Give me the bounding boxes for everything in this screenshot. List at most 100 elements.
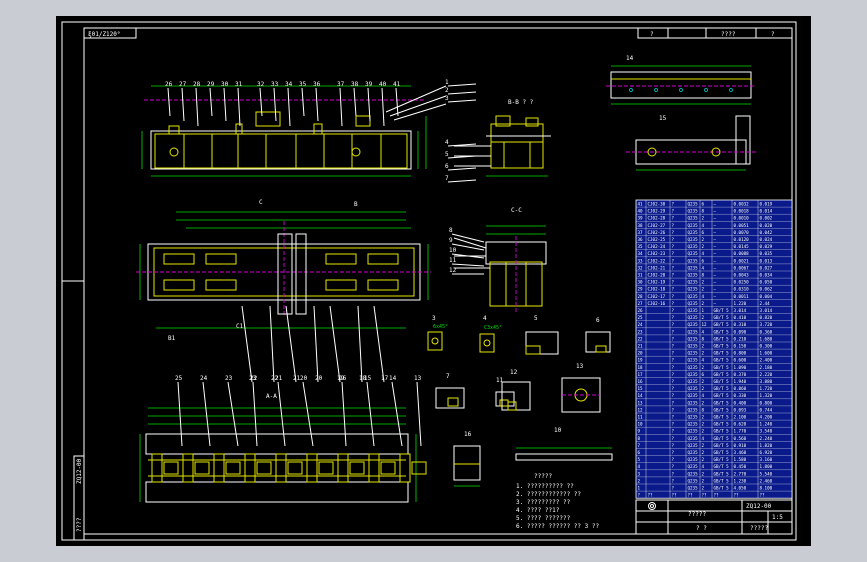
balloon-30: 30 (221, 81, 229, 122)
balloon-18: 18 (357, 305, 367, 383)
bom-cell: GB/T 5 (714, 379, 730, 384)
plan-view[interactable]: C B C1 B1 (136, 199, 431, 342)
detail-4-view[interactable]: 4 C3x45° (479, 315, 502, 353)
detail-3-view[interactable]: 3 6x45° (427, 315, 448, 351)
bom-cell: 2.100 (734, 415, 747, 420)
bom-cell: 0.0021 (734, 258, 750, 263)
bom-cell: GB/T 5 (714, 358, 730, 363)
bom-cell: Q235 (688, 301, 699, 306)
title-block[interactable]: ????? ZQ12-00 1:5 ? ? ????? (635, 499, 793, 535)
bom-cell: 9 (638, 429, 641, 434)
detail-16-view[interactable]: 16 (453, 431, 481, 487)
section-cc-view[interactable]: C-C (453, 207, 547, 312)
balloon-label: 31 (235, 81, 243, 88)
section-bb-view[interactable]: B-B ? ? (454, 99, 551, 177)
bom-cell: GB/T 5 (714, 336, 730, 341)
detail-10-view[interactable]: 10 (515, 427, 613, 461)
balloon-label: 41 (393, 81, 401, 88)
bom-cell: 0.620 (734, 422, 747, 427)
bom-cell: ? (672, 358, 675, 363)
bom-cell: 0.027 (760, 265, 773, 270)
bom-cell: — (714, 216, 717, 221)
bom-cell: — (714, 258, 717, 263)
detail-6-view[interactable]: 6 (585, 317, 611, 353)
bom-cell: 1 (702, 308, 705, 313)
bom-cell: 2 (702, 486, 705, 491)
bom-cell: 6 (702, 258, 705, 263)
bom-cell: 0.050 (760, 280, 773, 285)
detail-15-view[interactable]: 15 (626, 115, 756, 171)
bom-cell: 23 (638, 329, 644, 334)
balloon-label: 19 (337, 375, 345, 382)
detail-5-view[interactable]: 5 (525, 315, 559, 355)
bom-header-cell: ?? (672, 493, 678, 498)
detail-13-view[interactable]: 13 (561, 363, 601, 413)
projection-symbol-icon (648, 502, 656, 510)
bom-cell: ? (672, 443, 675, 448)
bom-cell: Q235 (688, 415, 699, 420)
front-elevation-view[interactable] (141, 85, 447, 177)
bom-cell: 8 (702, 336, 705, 341)
detail-14-view[interactable]: 14 (606, 55, 756, 105)
detail-3-angle: 6x45° (433, 324, 448, 330)
cad-drawing-viewport[interactable]: ZQ12-00 ???? ξ01/Z120° ? ???? ? (56, 16, 811, 546)
bom-cell: 1.600 (760, 351, 773, 356)
note-6: 6. ????? ?????? ?? 3 ?? (516, 523, 599, 530)
bom-cell: 4 (702, 393, 705, 398)
bom-cell: Q235 (688, 329, 699, 334)
balloon-16: 16 (339, 375, 347, 447)
left-strip (73, 455, 85, 541)
bom-cell: 4.050 (734, 486, 747, 491)
bom-cell: 1.940 (734, 379, 747, 384)
bom-cell: GB/T 5 (714, 415, 730, 420)
bom-cell: 28 (638, 294, 644, 299)
bom-cell: Q235 (688, 372, 699, 377)
bom-cell: Q235 (688, 237, 699, 242)
section-aa-view[interactable]: A-A (139, 393, 417, 503)
detail-7-view[interactable]: 7 (435, 373, 465, 409)
detail-12-view[interactable]: 12 (501, 369, 531, 411)
